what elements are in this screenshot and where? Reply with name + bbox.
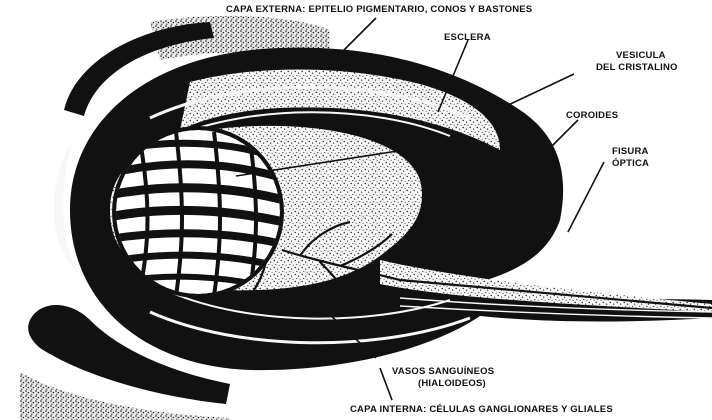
label-fisura-line1: FISURA [612,146,649,157]
label-esclera: ESCLERA [444,32,491,43]
label-capa-interna: CAPA INTERNA: CÉLULAS GANGLIONARES Y GLI… [350,404,613,415]
leader-capa-interna [380,368,392,400]
label-vesicula-line1: VESICULA [616,50,666,61]
label-vesicula-line2: DEL CRISTALINO [596,62,678,73]
label-fisura-line2: ÓPTICA [612,157,649,169]
label-vasos-line2: (HIALOIDEOS) [418,378,486,389]
label-vasos-line1: VASOS SANGUÍNEOS [392,366,494,377]
label-capa-externa: CAPA EXTERNA: EPITELIO PIGMENTARIO, CONO… [226,4,532,15]
leader-vesicula [502,74,574,108]
leader-fisura [568,162,604,232]
label-coroides: COROIDES [566,110,618,121]
